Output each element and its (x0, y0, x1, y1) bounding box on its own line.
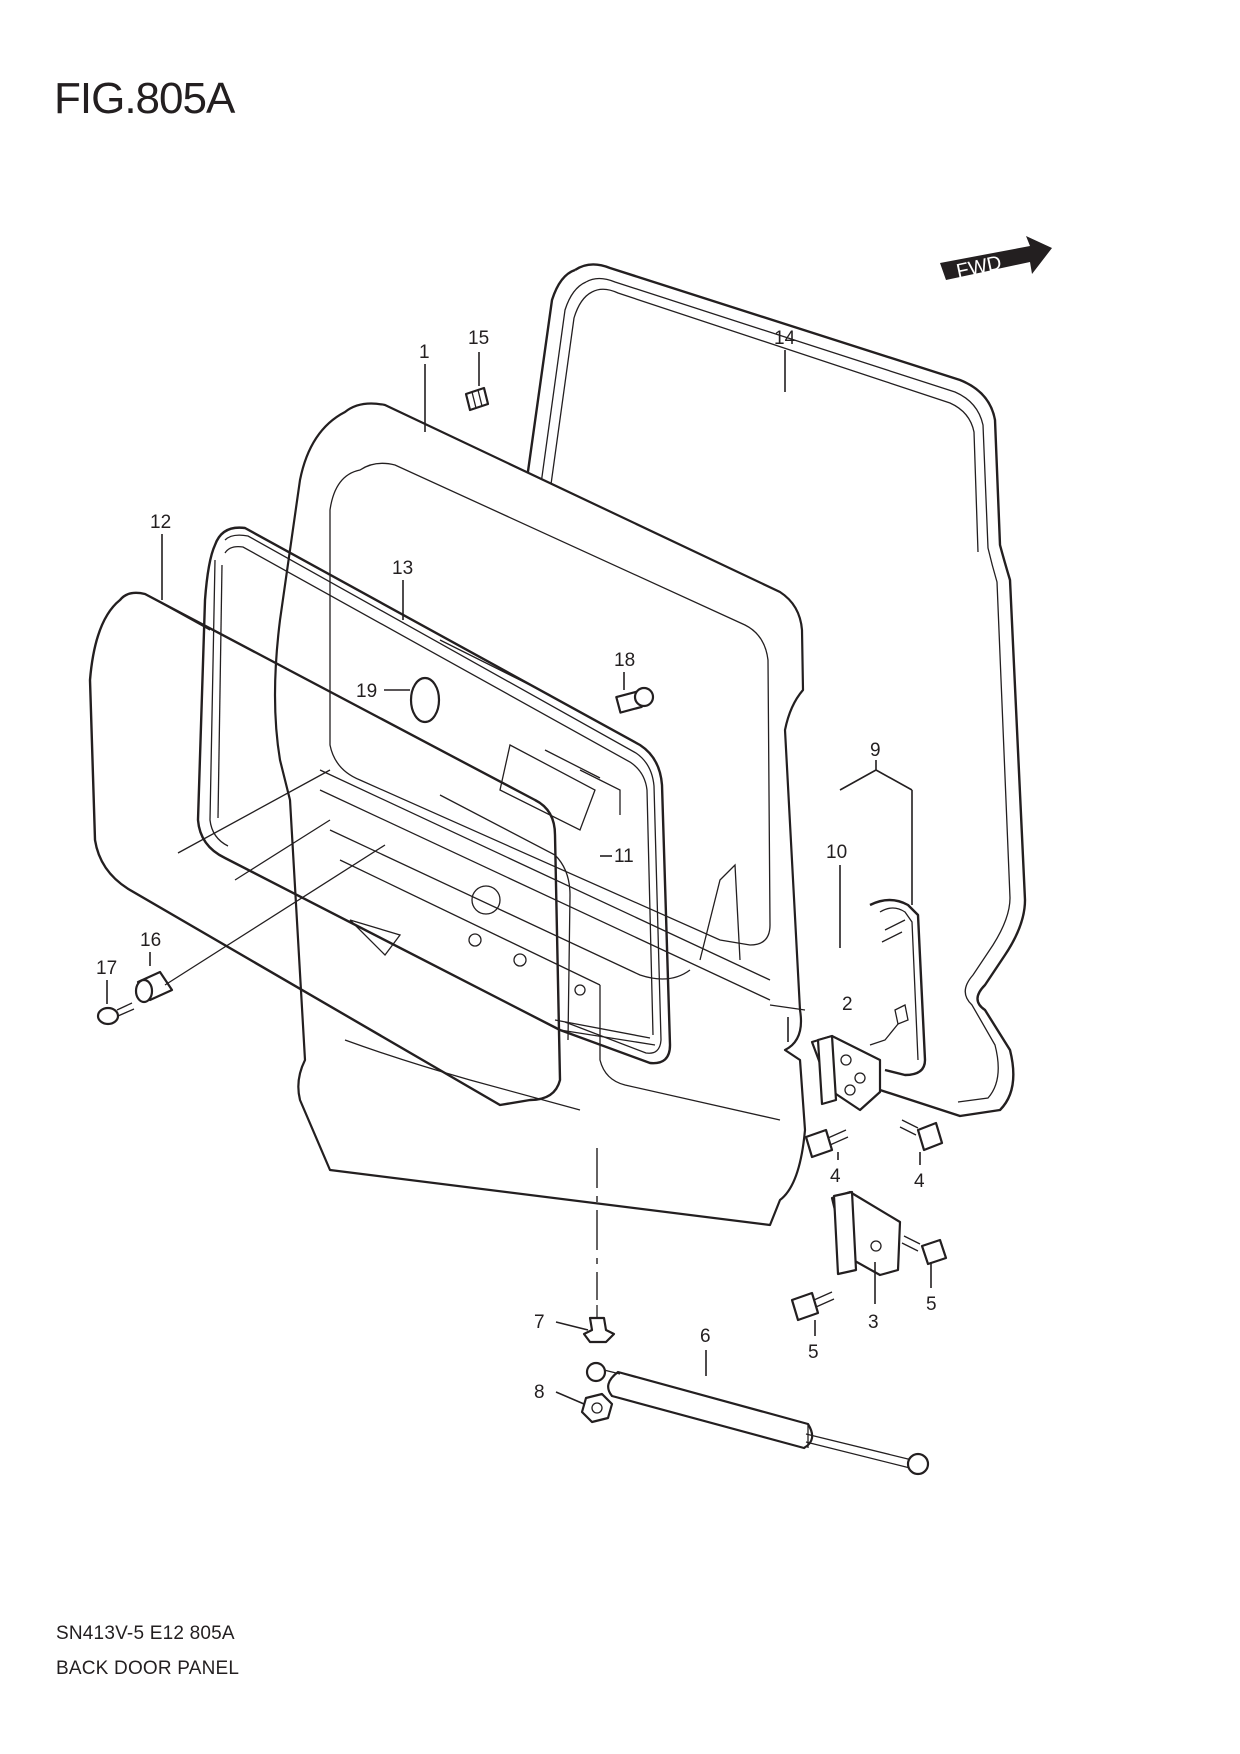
callout-10: 10 (826, 842, 847, 863)
callout-1: 1 (419, 342, 430, 363)
leader-16-to-panel (164, 844, 386, 986)
part-9-harness (869, 898, 927, 1077)
callout-4-right: 4 (914, 1171, 925, 1192)
fwd-direction-arrow: FWD (940, 236, 1052, 283)
part-16-bushing (134, 970, 174, 1004)
callout-14: 14 (774, 328, 796, 349)
callout-13: 13 (392, 558, 413, 579)
part-7-stud (582, 1305, 616, 1344)
callout-8: 8 (534, 1382, 545, 1403)
part-4-bolt-right (899, 1119, 944, 1152)
callout-16: 16 (140, 930, 161, 951)
callout-5-right: 5 (926, 1294, 937, 1315)
part-19-hole (409, 676, 441, 724)
callout-11: 11 (614, 846, 634, 867)
callout-15: 15 (468, 328, 489, 349)
part-2-hinge-upper (810, 1034, 882, 1112)
fwd-label: FWD (954, 252, 1003, 283)
figure-title: FIG.805A (54, 74, 235, 123)
callout-6: 6 (700, 1326, 711, 1347)
part-12-back-glass (88, 591, 562, 1107)
part-13-glass-frame (196, 526, 672, 1065)
part-11-molding (439, 749, 601, 1041)
callout-2: 2 (842, 994, 853, 1015)
callout-19: 19 (356, 681, 377, 702)
part-1-back-door-panel (273, 402, 807, 1227)
callout-4-left: 4 (830, 1166, 841, 1187)
part-5-bolt-right (901, 1235, 948, 1266)
part-8-nut (580, 1392, 614, 1424)
callout-7: 7 (534, 1312, 545, 1333)
part-18-bolt (615, 686, 655, 714)
figure-code: SN413V-5 E12 805A (56, 1623, 235, 1644)
callout-3: 3 (868, 1312, 879, 1333)
callout-17: 17 (96, 958, 117, 979)
part-3-hinge-lower (830, 1190, 902, 1277)
figure-name: BACK DOOR PANEL (56, 1658, 240, 1679)
leader-lines (106, 350, 932, 1405)
part-14-weatherstrip (503, 263, 1027, 1118)
callout-5-left: 5 (808, 1342, 819, 1363)
callout-18: 18 (614, 650, 635, 671)
callout-9: 9 (870, 740, 881, 761)
part-4-bolt-left (804, 1128, 849, 1159)
part-6-gas-strut (585, 1361, 930, 1476)
part-5-bolt-left (790, 1291, 835, 1322)
callout-12: 12 (150, 512, 171, 533)
part-17-screw (96, 1002, 135, 1026)
part-15-grommet (464, 386, 490, 412)
